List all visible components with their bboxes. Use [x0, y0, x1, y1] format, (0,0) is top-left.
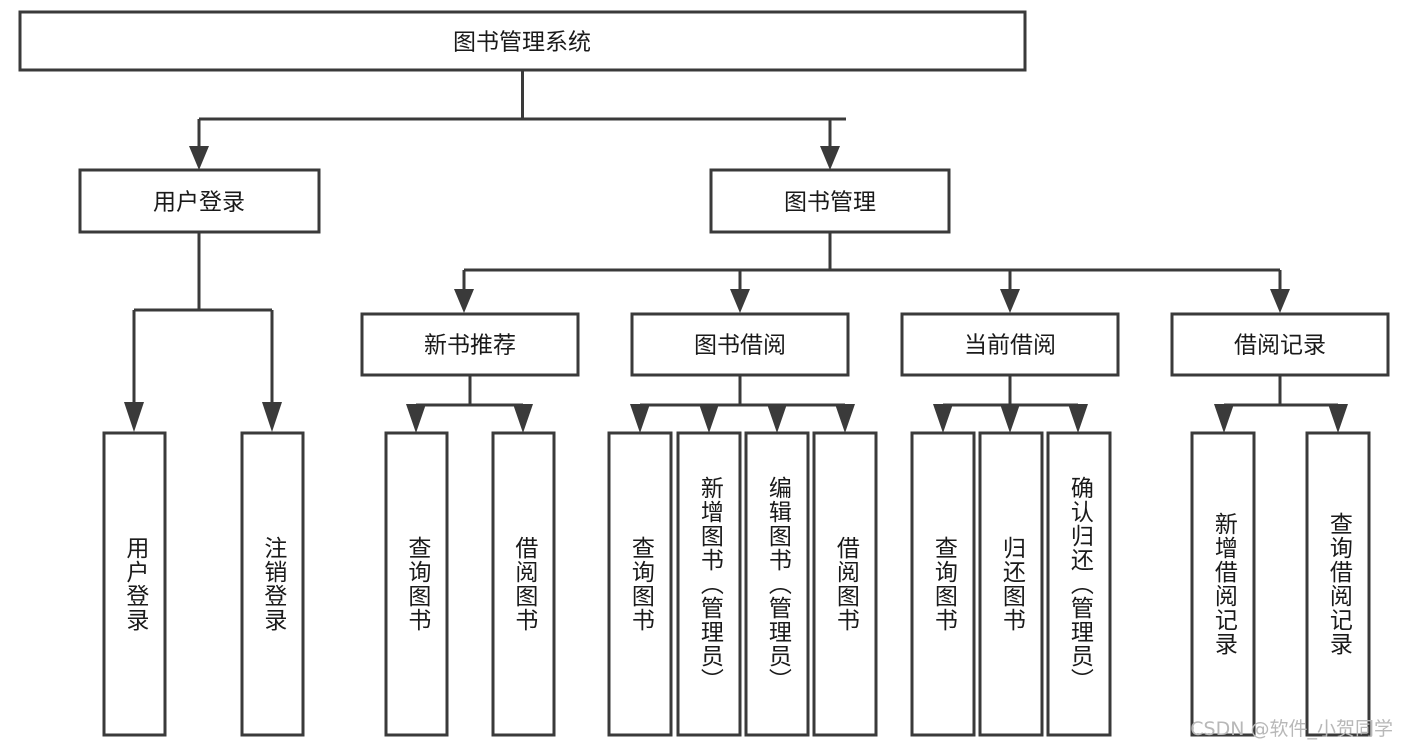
- node-new-book-recommend-label: 新书推荐: [424, 333, 516, 359]
- arrowhead-current-borrow-leaf-0: [933, 404, 953, 433]
- arrowhead-leaf-user-login-0: [124, 402, 144, 432]
- node-new-book-recommend[interactable]: 新书推荐: [360, 312, 580, 377]
- leaf-box-book-borrow-2[interactable]: [744, 431, 810, 737]
- leaf-box-borrow-record-1[interactable]: [1305, 431, 1371, 737]
- node-borrow-record[interactable]: 借阅记录: [1170, 312, 1390, 377]
- node-borrow-record-label: 借阅记录: [1234, 333, 1326, 359]
- node-current-borrow[interactable]: 当前借阅: [900, 312, 1120, 377]
- node-book-borrow-box[interactable]: [630, 312, 850, 377]
- leaf-box-book-borrow-0[interactable]: [607, 431, 673, 737]
- watermark-text: CSDN @软件_小贺同学: [1190, 718, 1393, 740]
- arrowhead-borrow-record-leaf-1: [1328, 404, 1348, 433]
- node-new-book-recommend-box[interactable]: [360, 312, 580, 377]
- leaf-box-user-login-1[interactable]: [240, 431, 305, 737]
- node-root-system[interactable]: 图书管理系统: [18, 10, 1027, 72]
- arrowhead-borrow-record-leaf-0: [1214, 404, 1234, 433]
- connector-group-root: [189, 70, 846, 170]
- arrowhead-book-borrow-leaf-1: [699, 404, 719, 433]
- arrowhead-user-login: [189, 146, 209, 170]
- leaf-box-book-borrow-3[interactable]: [812, 431, 878, 737]
- node-book-management[interactable]: 图书管理: [709, 168, 951, 234]
- node-current-borrow-box[interactable]: [900, 312, 1120, 377]
- node-borrow-record-box[interactable]: [1170, 312, 1390, 377]
- arrowhead-l3-1: [730, 289, 750, 313]
- node-user-login-box[interactable]: [78, 168, 321, 234]
- arrowhead-book-mgmt: [820, 146, 840, 170]
- arrowhead-l3-2: [1000, 289, 1020, 313]
- leaf-box-new-book-0[interactable]: [384, 431, 449, 737]
- node-book-management-label: 图书管理: [784, 190, 876, 216]
- node-user-login-label: 用户登录: [153, 190, 245, 216]
- arrowhead-l3-0: [454, 289, 474, 313]
- leaf-box-current-borrow-0[interactable]: [910, 431, 976, 737]
- connector-group-book-borrow: [630, 375, 855, 433]
- connector-group-borrow-record: [1214, 375, 1348, 433]
- arrowhead-current-borrow-leaf-1: [1000, 404, 1020, 433]
- arrowhead-book-borrow-leaf-0: [630, 404, 650, 433]
- leaf-box-borrow-record-0[interactable]: [1190, 431, 1256, 737]
- connector-group-user-login: [124, 232, 282, 432]
- leaf-box-book-borrow-1[interactable]: [676, 431, 742, 737]
- leaf-box-current-borrow-2[interactable]: [1046, 431, 1112, 737]
- connector-group-current-borrow: [933, 375, 1088, 433]
- connector-group-book-mgmt: [454, 232, 1290, 313]
- arrowhead-new-book-leaf-1: [513, 404, 533, 433]
- node-book-borrow-label: 图书借阅: [694, 333, 786, 359]
- connector-group-new-book: [406, 375, 533, 433]
- node-user-login[interactable]: 用户登录: [78, 168, 321, 234]
- node-current-borrow-label: 当前借阅: [964, 333, 1056, 359]
- node-book-management-box[interactable]: [709, 168, 951, 234]
- arrowhead-l3-3: [1270, 289, 1290, 313]
- arrowhead-leaf-user-login-1: [262, 402, 282, 432]
- arrowhead-current-borrow-leaf-2: [1068, 404, 1088, 433]
- leaf-box-user-login-0[interactable]: [102, 431, 167, 737]
- leaf-box-current-borrow-1[interactable]: [978, 431, 1044, 737]
- node-root-system-label: 图书管理系统: [453, 30, 591, 56]
- arrowhead-new-book-leaf-0: [406, 404, 426, 433]
- node-root-system-box[interactable]: [18, 10, 1027, 72]
- leaf-box-new-book-1[interactable]: [491, 431, 556, 737]
- arrowhead-book-borrow-leaf-3: [835, 404, 855, 433]
- node-book-borrow[interactable]: 图书借阅: [630, 312, 850, 377]
- arrowhead-book-borrow-leaf-2: [767, 404, 787, 433]
